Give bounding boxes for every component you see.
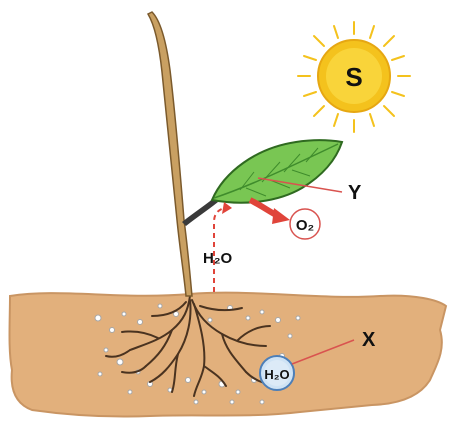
oxygen-release-arrow [250, 200, 290, 224]
water-stem-label: H₂O [203, 250, 232, 267]
plant-stem [148, 12, 192, 296]
soil-label: X [362, 329, 376, 351]
water-soil-label: H₂O [264, 367, 289, 382]
water-transport-arrow [214, 202, 232, 292]
soil-ground [10, 293, 447, 417]
leaf-label: Y [348, 182, 362, 204]
leaf-petiole [182, 198, 218, 226]
oxygen-label: O₂ [296, 217, 314, 234]
sun-label: S [345, 62, 362, 92]
leaf [212, 140, 342, 203]
